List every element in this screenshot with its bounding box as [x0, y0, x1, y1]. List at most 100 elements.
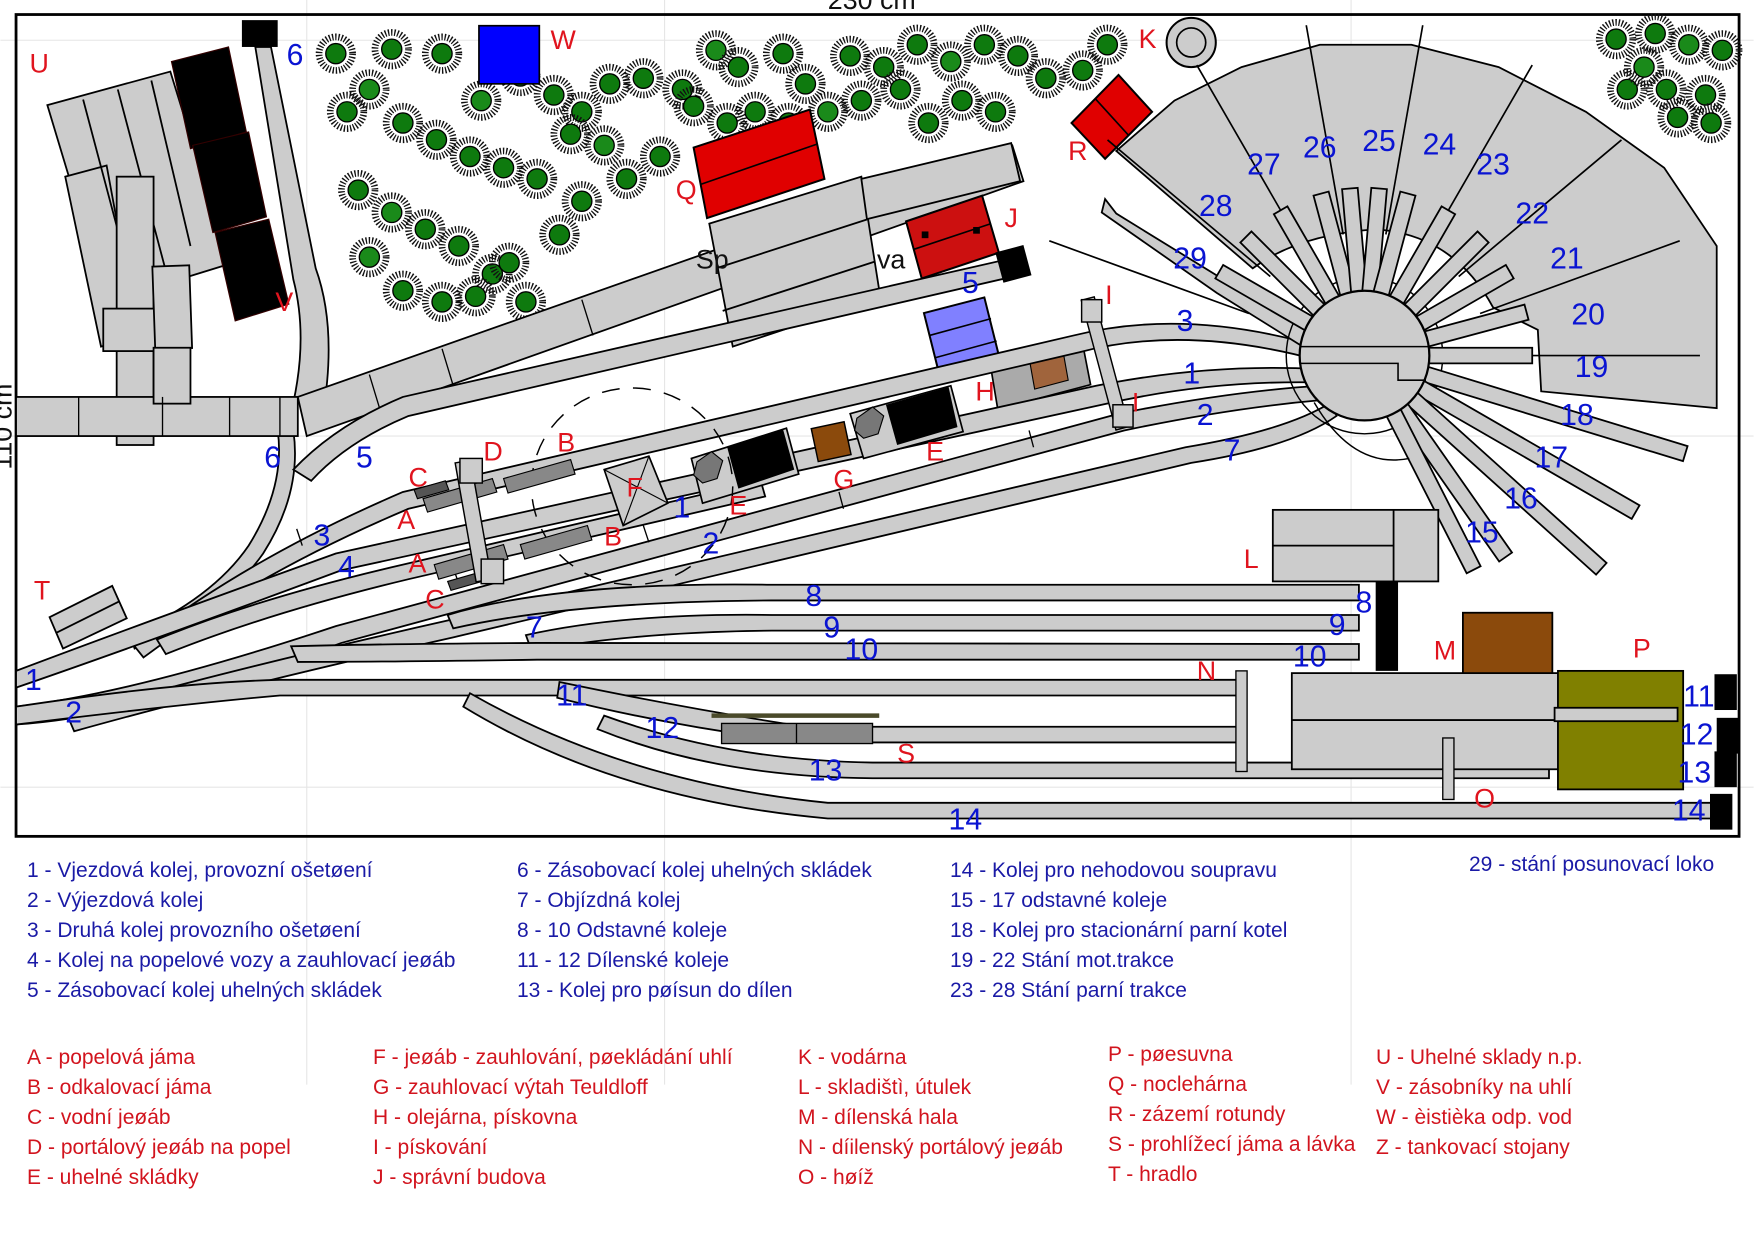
tree-icon — [975, 91, 1016, 132]
tree-icon — [533, 74, 574, 116]
buffer-stop-8-10 — [1375, 581, 1399, 671]
tree-icon — [639, 136, 681, 177]
turntable — [1298, 289, 1431, 422]
tree-icon — [416, 119, 457, 160]
rotunda-facility-r — [1070, 73, 1154, 161]
object-letter-label-O: O — [1474, 783, 1495, 813]
legend-item: F - jeøáb - zauhlování, pøekládání uhlí — [373, 1046, 733, 1069]
object-letter-label-G: G — [833, 465, 854, 495]
object-letter-label-E1: E — [729, 490, 747, 520]
tree-icon — [1607, 69, 1648, 110]
track-number-label-20: 20 — [1571, 298, 1605, 331]
legend-item: P - pøesuvna — [1108, 1043, 1233, 1066]
legend-item: E - uhelné skládky — [27, 1166, 199, 1189]
signal-box-t — [48, 584, 128, 650]
buffer-stop — [241, 20, 278, 47]
legend-item: A - popelová jáma — [27, 1046, 196, 1069]
track-number-label-13b: 13 — [1678, 757, 1712, 790]
tree-icon — [349, 237, 390, 278]
tree-icon — [1646, 69, 1687, 110]
legend-item: N - díilenský portálový jeøáb — [798, 1136, 1063, 1159]
tree-icon — [863, 46, 904, 88]
legend-item: L - skladištì, útulek — [798, 1076, 972, 1099]
legend-item: S - prohlížecí jáma a lávka — [1108, 1133, 1356, 1156]
tree-icon — [449, 136, 491, 177]
object-letter-label-K: K — [1139, 24, 1157, 54]
tree-icon — [371, 192, 412, 233]
center-text-right: va — [877, 244, 905, 274]
stall-divider — [1479, 240, 1680, 315]
object-letter-label-V: V — [275, 287, 293, 317]
sanding-i — [1080, 295, 1134, 431]
track-number-label-19: 19 — [1575, 351, 1609, 384]
tree-icon — [785, 63, 826, 104]
tree-icon — [1062, 50, 1103, 91]
width-dimension-label: 230 cm — [828, 0, 916, 15]
water-tower-k — [1165, 16, 1217, 69]
stall-divider — [1305, 25, 1344, 235]
object-letter-label-I2: I — [1132, 387, 1139, 417]
object-letter-label-B2: B — [604, 522, 622, 552]
track-number-label-14b: 14 — [1672, 795, 1706, 828]
object-letter-label-D: D — [483, 437, 502, 467]
object-letter-label-I1: I — [1105, 280, 1112, 310]
legend-item: T - hradlo — [1108, 1163, 1198, 1186]
water-treatment-w — [478, 24, 541, 85]
legend-item: G - zauhlovací výtah Teuldloff — [373, 1076, 648, 1099]
track-number-label-13: 13 — [809, 754, 843, 787]
sidings-8-10 — [289, 581, 1399, 671]
legend-item: I - pískování — [373, 1136, 488, 1159]
tree-icon — [326, 91, 368, 132]
trees-group — [315, 13, 1743, 323]
track-number-label-8b: 8 — [1356, 587, 1373, 620]
tree-icon — [382, 102, 424, 144]
warehouse-l — [1271, 508, 1440, 583]
tree-icon — [997, 35, 1039, 77]
tree-icon — [623, 58, 664, 99]
track-number-label-9: 9 — [823, 611, 840, 644]
track-number-label-1: 1 — [25, 664, 42, 697]
legend-item: Q - noclehárna — [1108, 1073, 1247, 1096]
tree-icon — [516, 158, 558, 200]
track-number-label-10: 10 — [845, 634, 879, 667]
stall-divider — [1107, 139, 1271, 278]
transfer-table-p — [1557, 669, 1685, 791]
tree-icon — [1635, 13, 1676, 54]
tree-icon — [421, 281, 463, 323]
main-tracks — [15, 322, 1338, 733]
legend-item: O - høíž — [798, 1166, 874, 1189]
track-number-label-8: 8 — [805, 580, 822, 613]
legend-item: 8 - 10 Odstavné koleje — [517, 919, 728, 942]
track-number-label-14: 14 — [949, 804, 983, 837]
track-number-label-27: 27 — [1247, 148, 1281, 181]
legend-item: Z - tankovací stojany — [1376, 1136, 1570, 1159]
legend-item: M - dílenská hala — [798, 1106, 958, 1129]
legend-item: 6 - Zásobovací kolej uhelných skládek — [517, 859, 872, 882]
legend-item: H - olejárna, pískovna — [373, 1106, 578, 1129]
tree-icon — [880, 69, 921, 110]
object-letter-label-B1: B — [557, 428, 575, 458]
track-number-label-16: 16 — [1504, 483, 1538, 516]
track-number-label-6b: 6 — [287, 39, 304, 72]
track-number-label-1c: 1 — [674, 492, 691, 525]
tree-icon — [1025, 58, 1066, 99]
object-letter-label-M: M — [1434, 636, 1456, 666]
legend-item: W - èistièka odp. vod — [1376, 1106, 1573, 1129]
tree-icon — [1702, 30, 1743, 71]
legend-item: 29 - stání posunovací loko — [1469, 853, 1715, 876]
track-number-label-10b: 10 — [1293, 640, 1327, 673]
legend-item: 18 - Kolej pro stacionární parní kotel — [950, 919, 1288, 942]
object-letter-label-A1: A — [397, 505, 415, 535]
tree-icon — [1595, 19, 1637, 60]
tree-icon — [461, 80, 502, 121]
track-5 — [291, 244, 1032, 482]
track-number-label-2b: 2 — [1197, 399, 1214, 432]
tree-icon — [455, 276, 496, 317]
tree-icon — [382, 270, 424, 311]
legend-item: K - vodárna — [798, 1046, 907, 1069]
object-letter-label-W: W — [551, 25, 577, 55]
